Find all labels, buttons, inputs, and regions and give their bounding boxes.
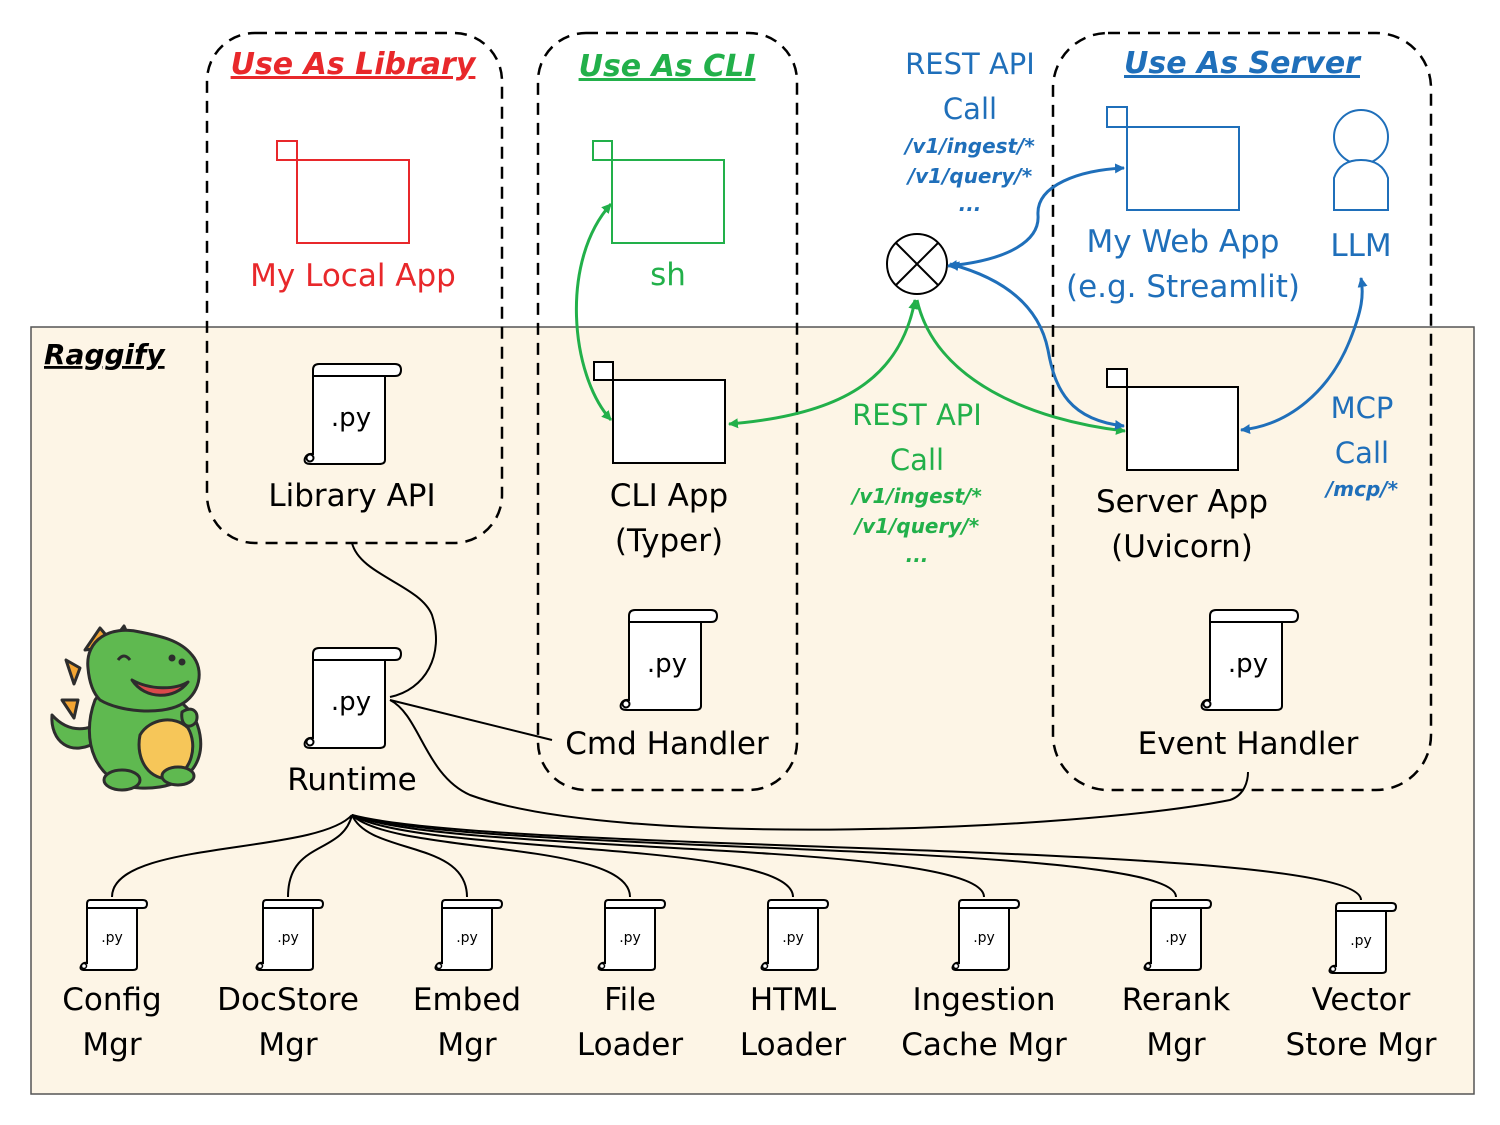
runtime-label: Runtime (287, 762, 416, 798)
module-label-line2: Mgr (437, 1027, 496, 1063)
module-scroll-icon: .py (1143, 899, 1212, 971)
local-app-label: My Local App (250, 258, 456, 294)
module-connector (351, 814, 468, 898)
rest-call-top-path-1: /v1/ingest/* (903, 134, 1035, 158)
svg-text:.py: .py (101, 930, 123, 946)
runtime-connectors (351, 542, 1249, 831)
svg-text:.py: .py (277, 930, 299, 946)
module-connector (111, 814, 353, 898)
module-scroll-icon: .py (760, 899, 829, 971)
rest-call-mid-line1: REST API (852, 398, 982, 432)
rest-call-top-path-3: ... (959, 192, 982, 216)
rest-call-top-path-2: /v1/query/* (906, 164, 1033, 188)
svg-text:.py: .py (782, 930, 804, 946)
shell-label: sh (650, 257, 686, 293)
mcp-call-path: /mcp/* (1324, 477, 1399, 501)
library-section-title: Use As Library (231, 47, 477, 82)
web-app-window-icon (1106, 106, 1240, 211)
llm-label: LLM (1330, 228, 1391, 264)
cmd-handler-scroll-icon: .py (619, 609, 718, 711)
rest-junction-icon (886, 233, 948, 295)
module-scroll-icon: .py (434, 899, 503, 971)
module-connector (351, 814, 1177, 898)
mcp-call-line1: MCP (1331, 391, 1394, 425)
library-api-label: Library API (268, 478, 435, 514)
module-scroll-icon: .py (1328, 902, 1397, 974)
rest-call-top-line1: REST API (905, 47, 1035, 81)
module-connector (351, 814, 985, 898)
module-label-line2: Store Mgr (1286, 1027, 1437, 1063)
module-connector (351, 814, 631, 898)
module-connector (351, 814, 794, 898)
module-label-line1: HTML (750, 982, 837, 1018)
module-label-line2: Mgr (258, 1027, 317, 1063)
svg-text:.py: .py (1165, 930, 1187, 946)
library-api-scroll-icon: .py (303, 363, 402, 465)
svg-text:.py: .py (456, 930, 478, 946)
server-app-label-2: (Uvicorn) (1111, 529, 1253, 565)
module-label-line1: Config (62, 982, 161, 1018)
module-scroll-icon: .py (597, 899, 666, 971)
rest-call-top-line2: Call (943, 92, 997, 126)
local-app-window-icon (276, 140, 410, 244)
server-app-label-1: Server App (1096, 484, 1268, 520)
module-connector (351, 814, 1362, 901)
module-label-line1: Ingestion (912, 982, 1055, 1018)
server-app-window-icon (1106, 368, 1239, 471)
dinosaur-mascot-icon (50, 624, 203, 792)
module-label-line2: Mgr (82, 1027, 141, 1063)
cmd-handler-label: Cmd Handler (565, 726, 769, 762)
module-connectors (111, 814, 1362, 901)
module-label-line2: Cache Mgr (901, 1027, 1067, 1063)
mcp-call-line2: Call (1335, 436, 1389, 470)
rest-call-mid-path-1: /v1/ingest/* (850, 484, 982, 508)
svg-text:.py: .py (1228, 649, 1268, 679)
svg-text:.py: .py (647, 649, 687, 679)
server-rest-arrows (947, 163, 1368, 435)
module-label-line1: File (604, 982, 656, 1018)
module-scroll-icon: .py (951, 899, 1020, 971)
module-label-line2: Mgr (1146, 1027, 1205, 1063)
library-section-frame (205, 31, 504, 545)
svg-text:.py: .py (973, 930, 995, 946)
module-label-line2: Loader (577, 1027, 683, 1063)
cli-app-label-1: CLI App (610, 478, 728, 514)
raggify-title: Raggify (44, 338, 166, 371)
rest-call-mid-path-3: ... (906, 543, 929, 567)
module-label-line2: Loader (740, 1027, 846, 1063)
rest-call-mid-path-2: /v1/query/* (853, 514, 980, 538)
module-label-line1: Rerank (1122, 982, 1231, 1018)
module-scroll-icon: .py (255, 899, 324, 971)
runtime-scroll-icon: .py (303, 647, 402, 749)
rest-call-mid-line2: Call (890, 443, 944, 477)
svg-text:.py: .py (619, 930, 641, 946)
event-handler-label: Event Handler (1138, 726, 1359, 762)
shell-window-icon (592, 140, 725, 244)
module-label-line1: Vector (1312, 982, 1411, 1018)
server-section-title: Use As Server (1124, 46, 1362, 81)
module-label-line1: DocStore (217, 982, 359, 1018)
cli-app-label-2: (Typer) (615, 523, 723, 559)
cli-section-title: Use As CLI (579, 49, 756, 84)
web-app-label-1: My Web App (1087, 224, 1280, 260)
web-app-label-2: (e.g. Streamlit) (1066, 269, 1300, 305)
llm-person-icon (1333, 109, 1389, 211)
svg-text:.py: .py (331, 403, 371, 433)
module-scroll-icon: .py (79, 899, 148, 971)
module-connector (287, 814, 353, 898)
svg-text:.py: .py (331, 687, 371, 717)
event-handler-scroll-icon: .py (1200, 609, 1299, 711)
module-label-line1: Embed (413, 982, 521, 1018)
svg-text:.py: .py (1350, 933, 1372, 949)
